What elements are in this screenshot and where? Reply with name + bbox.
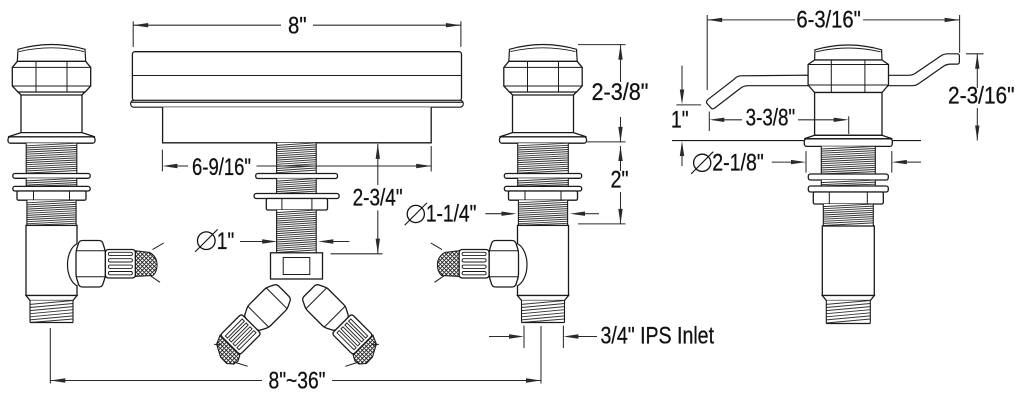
svg-text:1": 1" — [671, 106, 689, 133]
svg-text:2-1/8": 2-1/8" — [712, 150, 764, 177]
svg-text:2": 2" — [611, 166, 629, 193]
svg-text:8"~36": 8"~36" — [269, 368, 326, 395]
svg-text:1-1/4": 1-1/4" — [426, 201, 477, 228]
svg-text:1": 1" — [217, 228, 235, 255]
svg-text:2-3/8": 2-3/8" — [592, 79, 649, 106]
svg-text:8": 8" — [288, 13, 307, 40]
svg-text:2-3/4": 2-3/4" — [353, 185, 403, 212]
svg-text:2-3/16": 2-3/16" — [948, 82, 1015, 109]
svg-text:6-3/16": 6-3/16" — [796, 7, 861, 34]
svg-text:3-3/8": 3-3/8" — [746, 104, 796, 131]
svg-text:3/4" IPS Inlet: 3/4" IPS Inlet — [601, 323, 715, 350]
svg-text:6-9/16": 6-9/16" — [192, 154, 251, 181]
